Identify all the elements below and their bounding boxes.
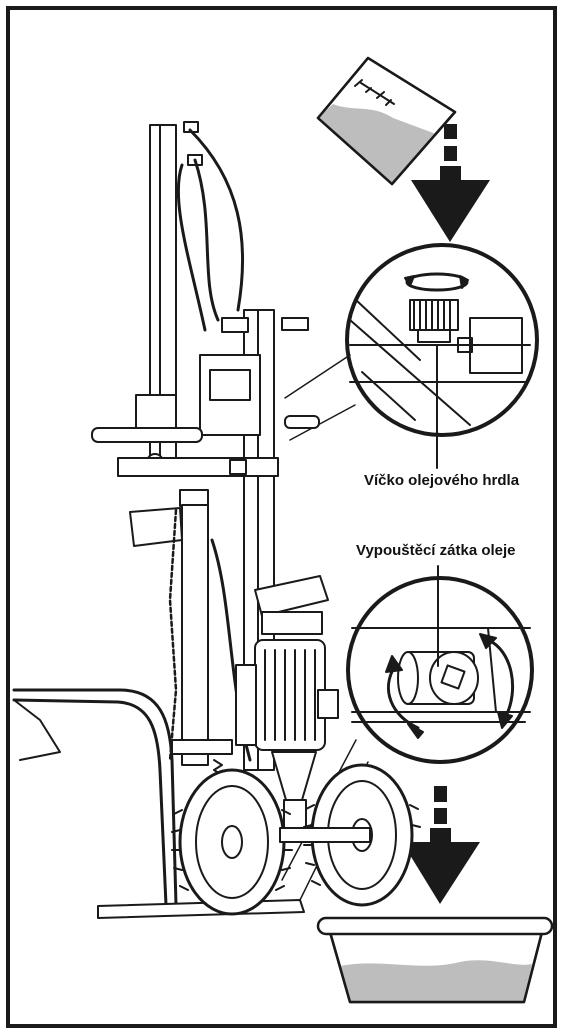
wheel [171, 768, 293, 916]
measuring-jug-icon [316, 56, 457, 186]
rotation-arrows-icon [385, 633, 514, 739]
down-arrow-icon [402, 786, 480, 904]
oil-drain-plug-label: Vypouštěcí zátka oleje [356, 542, 516, 559]
oil-basin-icon [316, 916, 554, 1004]
log-splitter-machine [12, 121, 421, 919]
drain-plug-detail [346, 565, 534, 764]
oil-filler-cap-label: Víčko olejového hrdla [364, 472, 520, 489]
down-arrow-icon [411, 124, 490, 242]
filler-cap-detail [345, 243, 539, 469]
